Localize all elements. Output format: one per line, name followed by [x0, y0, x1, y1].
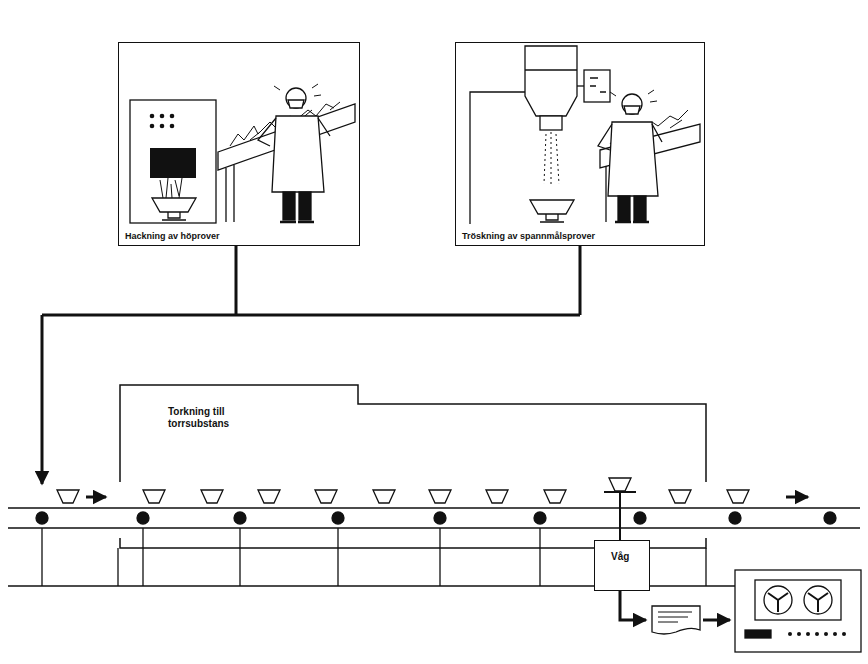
sample-bowls [57, 478, 749, 503]
scale-box: Våg [594, 540, 650, 591]
worker [258, 84, 330, 222]
frame-caption: Hackning av höprover [125, 231, 353, 241]
box-label: Våg [611, 551, 645, 563]
zone-outline [120, 385, 706, 482]
conveyor [8, 508, 860, 586]
flow-arrow [86, 496, 808, 499]
drying-zone: Torkning till torrsubstans [118, 384, 708, 549]
frame-caption: Tröskning av spannmålsprover [462, 231, 698, 241]
computer [735, 570, 861, 652]
worker [598, 90, 662, 222]
scale-stem [619, 492, 621, 540]
illustration-frame: Hackning av höprover [118, 42, 360, 246]
rollers [36, 512, 836, 524]
zone-label: Torkning till torrsubstans [168, 406, 232, 429]
chopper-machine [130, 100, 216, 223]
work-table [600, 110, 700, 222]
work-table [218, 102, 355, 222]
thresher-machine [470, 46, 610, 224]
printout [652, 606, 700, 634]
illustration-frame: Tröskning av spannmålsprover [455, 42, 705, 246]
feed-line [42, 245, 580, 484]
